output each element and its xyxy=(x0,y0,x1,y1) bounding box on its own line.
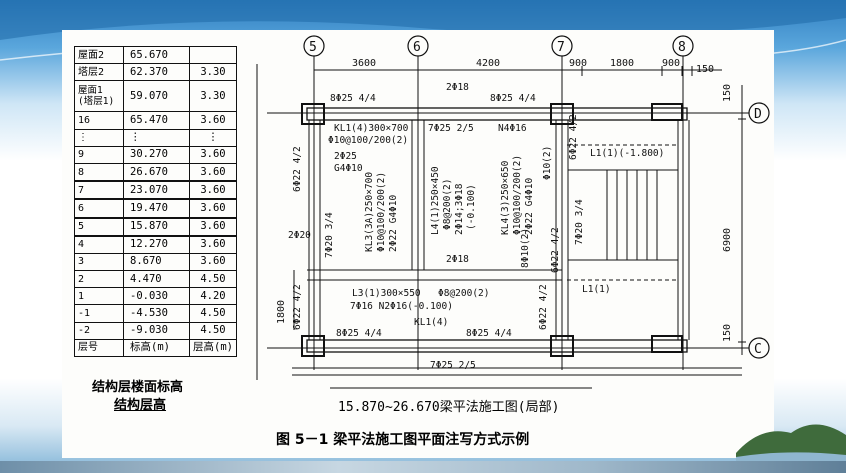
ann-top-left-bar: 8Φ25 4/4 xyxy=(330,93,376,104)
dim-900a: 900 xyxy=(569,58,587,69)
level-elev-cell: 标高(m) xyxy=(123,338,190,358)
level-elev-cell: 62.370 xyxy=(123,63,190,82)
ann-l1a: L1(1)(-1.800) xyxy=(590,148,664,159)
axis-8: 8 xyxy=(678,40,686,55)
dim-3600: 3600 xyxy=(352,58,376,69)
bottom-decor-bar xyxy=(0,461,846,473)
ann-h2020: 2Φ20 xyxy=(288,230,311,241)
island-illustration xyxy=(736,424,846,465)
ann-v7020b: 7Φ20 3/4 xyxy=(574,199,585,245)
level-height-cell: 3.60 xyxy=(189,180,237,201)
ann-kl1-side: 2Φ25 xyxy=(334,151,357,162)
axis-6: 6 xyxy=(413,40,421,55)
ann-l3-bar: 7Φ16 N2Φ16(-0.100) xyxy=(350,301,453,312)
ann-v6022: 6Φ22 4/2 xyxy=(568,114,579,160)
level-elev-cell: 15.870 xyxy=(123,216,190,237)
ann-left-low: 6Φ22 4/2 xyxy=(292,284,303,330)
ann-kl4-g: 2Φ22 G4Φ10 xyxy=(524,178,535,235)
axis-7: 7 xyxy=(557,40,565,55)
ann-left-vert: 6Φ22 4/2 xyxy=(292,146,303,192)
level-height-cell: 4.50 xyxy=(189,321,237,340)
ann-top-mid-stir: 2Φ18 xyxy=(446,82,469,93)
dim-1800-left: 1800 xyxy=(276,300,287,324)
ann-top-mid-bar: 8Φ25 4/4 xyxy=(490,93,536,104)
level-elev-cell: 23.070 xyxy=(123,180,190,201)
ann-l4-level: (-0.100) xyxy=(466,184,477,230)
ann-kl4: KL4(3)250×650 xyxy=(500,160,511,235)
level-height-cell: 3.60 xyxy=(189,198,237,219)
level-height-cell: 4.20 xyxy=(189,287,237,306)
ann-kl1-g: G4Φ10 xyxy=(334,163,363,174)
ann-bot-mid: 8Φ25 4/4 xyxy=(466,328,512,339)
ann-l3-stir: Φ8@200(2) xyxy=(438,288,489,299)
ann-v8010: 8Φ10(2) xyxy=(520,228,531,268)
ann-7025: 7Φ25 2/5 xyxy=(428,123,474,134)
ann-l4-stir: Φ8@200(2) xyxy=(442,179,453,230)
dim-900b: 900 xyxy=(662,58,680,69)
ann-mid-2018: 2Φ18 xyxy=(446,254,469,265)
level-height-cell: 3.60 xyxy=(189,111,237,130)
level-elev-cell: 26.670 xyxy=(123,162,190,182)
dim-1800: 1800 xyxy=(610,58,634,69)
level-height-cell: 3.30 xyxy=(189,63,237,82)
ann-kl1-4: KL1(4) xyxy=(414,317,448,328)
ann-kl3: KL3(3A)250×700 xyxy=(364,172,375,252)
level-elev-cell: 65.670 xyxy=(123,45,190,65)
dim-4200: 4200 xyxy=(476,58,500,69)
ann-kl1: KL1(4)300×700 xyxy=(334,123,409,134)
ann-col-stir: Φ10(2) xyxy=(542,146,553,180)
ann-kl1-stir: Φ10@100/200(2) xyxy=(328,135,408,146)
beam-plan-drawing: 5 6 7 8 D C 3600 4200 900 1800 900 150 1… xyxy=(256,35,770,389)
ann-v6022b: 6Φ22 4/2 xyxy=(538,284,549,330)
ann-bot-left: 8Φ25 4/4 xyxy=(336,328,382,339)
level-height-cell: 3.60 xyxy=(189,216,237,237)
level-row: ⋮⋮⋮ xyxy=(74,128,237,147)
level-height-cell: 3.60 xyxy=(189,145,237,164)
ann-n4: N4Φ16 xyxy=(498,123,527,134)
level-height-cell: 层高(m) xyxy=(189,338,237,358)
level-name-cell: 屋面1(塔层1) xyxy=(74,80,124,113)
level-elev-cell: 12.270 xyxy=(123,235,190,254)
ann-l3: L3(1)300×550 xyxy=(352,288,421,299)
dim-right-150a: 150 xyxy=(722,84,733,102)
level-name-cell: 层号 xyxy=(74,338,124,358)
ann-v7020: 7Φ20 3/4 xyxy=(324,212,335,258)
ann-v6022c: 6Φ22 4/2 xyxy=(550,227,561,273)
level-table-subcaption: 结构层高 xyxy=(114,398,167,413)
level-row: 层号标高(m)层高(m) xyxy=(74,338,237,358)
level-height-cell: 4.50 xyxy=(189,270,237,289)
level-table-caption: 结构层楼面标高 xyxy=(92,380,184,395)
dim-6900: 6900 xyxy=(722,228,733,252)
ann-l1b: L1(1) xyxy=(582,284,611,295)
dim-150: 150 xyxy=(696,64,714,75)
level-elev-cell: 65.470 xyxy=(123,111,190,130)
level-elev-cell: -4.530 xyxy=(123,304,190,323)
ann-kl3-g: 2Φ22 G4Φ10 xyxy=(388,195,399,252)
axis-c: C xyxy=(754,342,762,357)
ann-l4-bar: 2Φ14;3Φ18 xyxy=(454,183,465,235)
level-height-cell: 3.60 xyxy=(189,162,237,182)
axis-5: 5 xyxy=(309,40,317,55)
level-elev-cell: 30.270 xyxy=(123,145,190,164)
drawing-title: 15.870~26.670梁平法施工图(局部) xyxy=(338,400,560,415)
ann-kl4-stir: Φ10@100/200(2) xyxy=(512,155,523,235)
axis-d: D xyxy=(754,107,762,122)
level-elev-cell: 59.070 xyxy=(123,80,190,113)
figure-caption: 图 5－1 梁平法施工图平面注写方式示例 xyxy=(276,432,530,448)
ann-l4: L4(1)250×450 xyxy=(430,166,441,235)
ann-kl3-stir: Φ10@100/200(2) xyxy=(376,172,387,252)
ann-bot-long: 7Φ25 2/5 xyxy=(430,360,476,371)
dim-right-150b: 150 xyxy=(722,324,733,342)
